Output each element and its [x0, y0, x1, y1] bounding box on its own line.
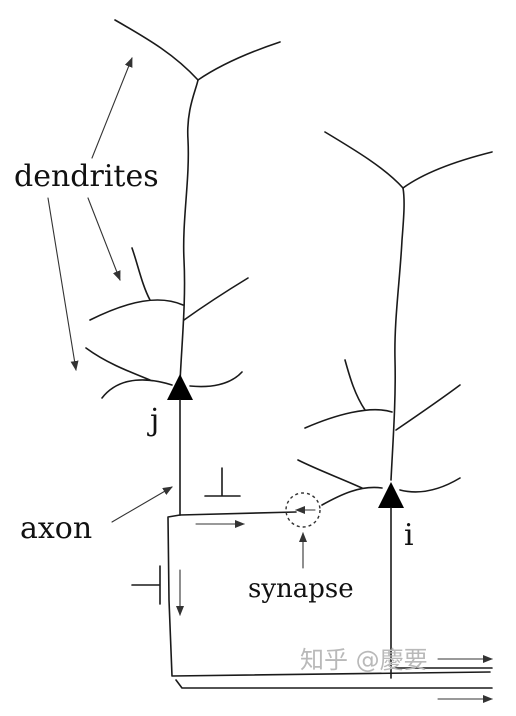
dendrites-pointer-1	[91, 57, 133, 159]
axon-bottom-output	[175, 679, 493, 689]
neuron-i-basal-left	[297, 459, 383, 506]
neuron-i-dendrite-top-right	[402, 151, 493, 189]
neuron-i-dendrite-mid-left	[304, 359, 393, 429]
synapse-circle	[285, 492, 321, 528]
neuron-j-soma	[167, 374, 193, 400]
neuron-j-basal-right	[189, 371, 243, 388]
watermark: 知乎 @慶要	[300, 646, 428, 674]
axon-feedback-loop	[167, 514, 491, 677]
neuron-i	[297, 131, 493, 679]
block-symbol-vertical	[131, 565, 161, 605]
neuron-j-dendrite-top-right	[197, 41, 281, 81]
neuron-j-apical-dendrite	[179, 79, 199, 383]
neuron-j	[85, 19, 281, 516]
neuron-j-label: j	[147, 403, 159, 438]
axon-to-synapse	[179, 511, 297, 516]
dendrites-pointer-2	[87, 197, 121, 281]
dendrites-pointer-3	[47, 197, 79, 371]
block-symbol-horizontal	[204, 467, 241, 497]
neuron-i-dendrite-mid-right	[395, 384, 461, 431]
neuron-j-dendrite-mid-right	[183, 277, 249, 321]
neuron-i-soma	[378, 482, 404, 508]
axon-pointer	[111, 486, 173, 523]
axon-label: axon	[20, 511, 92, 546]
neuron-i-basal-right	[399, 477, 461, 493]
axon-pathways	[167, 511, 493, 689]
synapse-label: synapse	[248, 574, 354, 604]
neuron-i-label: i	[404, 518, 414, 553]
neuron-j-basal-left	[85, 347, 173, 399]
neuron-j-dendrite-top-left	[114, 19, 199, 81]
neuron-i-dendrite-top-left	[324, 131, 404, 189]
neuron-j-dendrite-mid-left	[89, 247, 184, 321]
dendrites-label: dendrites	[14, 159, 159, 194]
neuron-i-apical-dendrite	[390, 187, 405, 481]
